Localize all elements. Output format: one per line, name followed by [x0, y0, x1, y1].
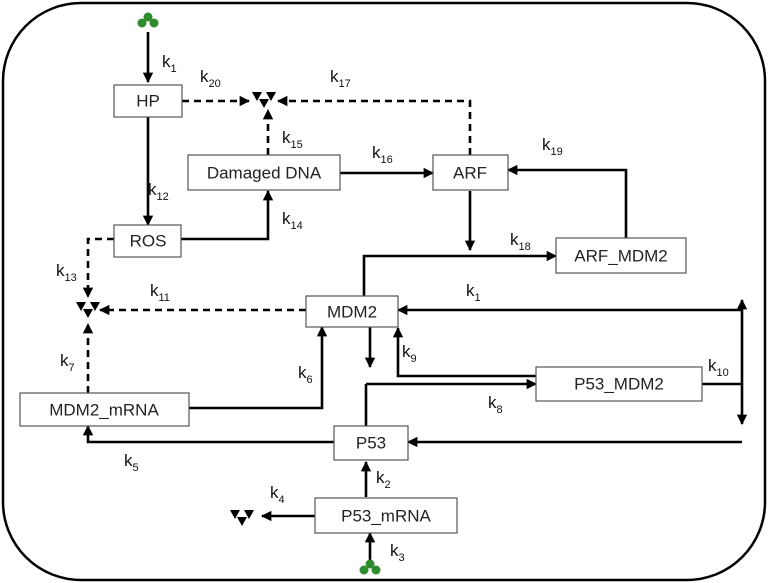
- node-arf: ARF: [432, 154, 509, 191]
- rate-label-k10: k10: [708, 356, 729, 379]
- node-p53-mrna: P53_mRNA: [314, 497, 458, 534]
- rate-label-k17: k17: [330, 67, 351, 90]
- edge-ros-to-dna: [181, 189, 274, 241]
- edge-ros-degradation: [82, 237, 114, 299]
- sink-icon: [252, 92, 276, 108]
- source-icon: [359, 559, 381, 575]
- node-arf-label: ARF: [453, 164, 487, 183]
- rate-label-k16: k16: [372, 143, 393, 166]
- edge-arf-degradation: [276, 95, 472, 155]
- rate-label-k4: k4: [270, 483, 285, 506]
- node-mdm2-label: MDM2: [327, 303, 377, 322]
- node-mdm2-mrna-label: MDM2_mRNA: [49, 401, 159, 420]
- node-p53: P53: [333, 425, 409, 461]
- node-mdm2: MDM2: [305, 295, 399, 328]
- node-arf-mdm2-label: ARF_MDM2: [574, 247, 668, 266]
- rate-label-k8: k8: [488, 393, 503, 416]
- rate-label-k14: k14: [282, 209, 303, 232]
- rate-label-k18: k18: [510, 230, 531, 253]
- rate-label-k2: k2: [376, 468, 391, 491]
- rate-label-k3: k3: [390, 541, 405, 564]
- rate-label-k12: k12: [148, 180, 169, 203]
- node-arf-mdm2: ARF_MDM2: [555, 237, 687, 274]
- edge-mdm2mrna-to-mdm2: [189, 325, 328, 410]
- node-p53-mdm2-label: P53_MDM2: [574, 375, 664, 394]
- node-p53-label: P53: [356, 434, 386, 453]
- node-hp: HP: [113, 84, 183, 118]
- node-mdm2-mrna: MDM2_mRNA: [19, 392, 190, 427]
- rate-label-k15: k15: [282, 128, 303, 151]
- edge-mdm2-to-arf-mdm2: [362, 250, 558, 296]
- sink-icon: [230, 510, 254, 526]
- node-ros: ROS: [113, 224, 182, 258]
- rate-label-k7: k7: [60, 351, 75, 374]
- rate-label-k5: k5: [124, 451, 139, 474]
- rate-label-k1-mid: k1: [466, 281, 481, 304]
- node-damaged-dna-label: Damaged DNA: [207, 164, 322, 183]
- node-hp-label: HP: [136, 92, 160, 111]
- node-damaged-dna: Damaged DNA: [187, 154, 341, 191]
- rate-label-k19: k19: [542, 135, 563, 158]
- rate-label-k13: k13: [56, 261, 77, 284]
- edge-p53-mdm2-to-mdm2: [392, 326, 536, 378]
- node-p53-mrna-label: P53_mRNA: [341, 507, 431, 526]
- node-p53-mdm2: P53_MDM2: [535, 366, 703, 402]
- edge-arf-mdm2-to-arf: [506, 164, 628, 238]
- rate-label-k20: k20: [200, 67, 221, 90]
- edge-p53-to-mdm2mrna: [82, 424, 334, 444]
- rate-label-k1-top: k1: [162, 52, 177, 75]
- rate-label-k9: k9: [402, 342, 417, 365]
- sink-icon: [76, 302, 100, 318]
- rate-label-k11: k11: [150, 281, 170, 304]
- source-icon: [137, 12, 159, 28]
- node-ros-label: ROS: [130, 232, 167, 251]
- rate-label-k6: k6: [298, 363, 313, 386]
